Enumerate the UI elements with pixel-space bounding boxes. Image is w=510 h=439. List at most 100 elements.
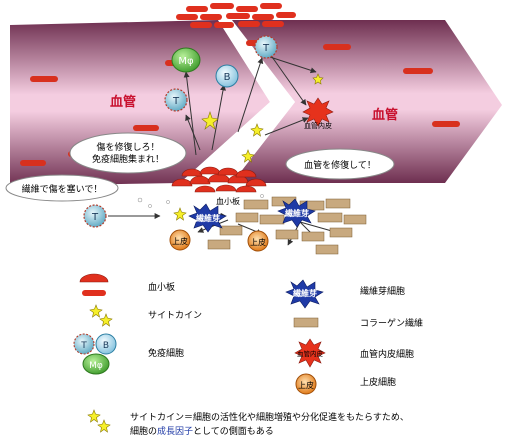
platelet	[181, 168, 203, 177]
note-line-2: 細胞の成長因子としての側面もある	[130, 425, 274, 437]
legend-collagen-label: コラーゲン繊維	[360, 317, 423, 329]
collagen-fiber	[329, 227, 353, 238]
legend-immune-label: 免疫細胞	[148, 347, 184, 359]
legend-immune-icon: T B Mφ	[73, 333, 117, 375]
platelet	[171, 178, 193, 187]
collagen-fiber	[301, 231, 325, 242]
bubble-text: 血管を修復して！	[304, 159, 376, 171]
cytokine-star	[173, 207, 187, 221]
endothelial-cell-vessel: 血管内皮	[302, 97, 334, 130]
rbc	[20, 160, 46, 166]
collagen-fiber	[259, 214, 285, 225]
arrow	[237, 57, 264, 133]
fibroblast-label: 繊維芽	[196, 213, 220, 223]
svg-text:T: T	[80, 341, 87, 351]
t-cell-label: T	[172, 96, 180, 107]
collagen-fiber	[315, 244, 339, 255]
bubble-shape	[69, 132, 187, 174]
collagen-fiber	[235, 212, 259, 223]
vessel-label-left: 血管	[110, 94, 136, 110]
bubble-repair-vessel: 血管を修復して！	[285, 148, 395, 180]
svg-text:Mφ: Mφ	[89, 361, 103, 371]
platelet-tag: 血小板	[216, 196, 240, 206]
cytokine-star	[241, 149, 255, 163]
b-cell-label: B	[224, 72, 231, 83]
arrow	[197, 219, 229, 233]
bubble-text: 繊維で傷を塞いで！	[22, 183, 103, 195]
cytokine-star	[250, 123, 264, 137]
collagen-fiber	[317, 212, 343, 223]
epithelial-cell-tissue-1: 上皮	[169, 229, 191, 251]
platelet	[194, 185, 216, 193]
epithelial-cell-tissue-2: 上皮	[247, 230, 269, 252]
note-line-2-b: としての側面もある	[193, 425, 274, 437]
platelet-mound-bottom	[171, 166, 267, 193]
platelet	[235, 169, 257, 178]
platelet	[186, 6, 208, 12]
rbc	[30, 76, 58, 82]
fibroblast-body	[188, 203, 227, 233]
t-cell-vessel: T	[164, 88, 188, 112]
legend: 血小板 サイトカイン T B Mφ 免疫細胞 繊維芽 繊維芽細胞 コラーゲン繊維	[73, 273, 423, 395]
bubble-shape	[285, 148, 395, 180]
bubble-fill-fiber: 繊維で傷を塞いで！	[5, 174, 119, 202]
legend-fibroblast-icon: 繊維芽	[285, 279, 324, 309]
platelet	[252, 14, 274, 20]
arrow	[185, 114, 201, 151]
epithelial-body	[247, 230, 269, 252]
platelet	[210, 3, 234, 9]
legend-platelet-label: 血小板	[148, 281, 175, 293]
bubble-shape	[5, 174, 119, 202]
arrow	[269, 56, 317, 74]
fibroblast-label: 繊維芽	[285, 208, 309, 218]
platelet	[226, 13, 250, 19]
note-growth-factor: 成長因子	[157, 425, 193, 437]
arrow	[269, 53, 307, 106]
collagen-fiber	[275, 229, 299, 240]
fibroblast-cell-tissue-2: 繊維芽	[277, 198, 316, 228]
platelet	[276, 12, 296, 18]
epithelial-label: 上皮	[172, 236, 188, 246]
note-line-1: サイトカイン＝細胞の活性化や細胞増殖や分化促進をもたらすため、	[130, 411, 409, 423]
macrophage-label: Mφ	[178, 56, 194, 67]
t-cell-tissue: T	[83, 204, 107, 228]
svg-text:血管内皮: 血管内皮	[297, 349, 324, 358]
cytokine-note: サイトカイン＝細胞の活性化や細胞増殖や分化促進をもたらすため、 細胞の成長因子と…	[87, 409, 409, 437]
bubble-text: 傷を修復しろ！	[96, 141, 159, 153]
arrow	[183, 71, 197, 156]
cytokines	[173, 73, 324, 221]
arrow	[211, 84, 226, 151]
platelet	[215, 184, 237, 192]
platelet-cluster-top	[176, 3, 296, 28]
collagen-fiber	[325, 198, 351, 209]
legend-endothelial-icon: 血管内皮	[294, 338, 326, 368]
wound-gap	[180, 20, 295, 183]
rbc	[403, 68, 433, 74]
t-cell-label: T	[91, 212, 99, 223]
macrophage-cell: Mφ	[171, 47, 201, 73]
legend-platelet-icon	[79, 273, 109, 296]
fibroblast-cell-tissue-1: 繊維芽	[188, 203, 227, 233]
legend-epithelial-label: 上皮細胞	[360, 376, 396, 388]
platelet	[200, 14, 222, 20]
svg-text:繊維芽: 繊維芽	[293, 288, 317, 298]
platelet	[260, 3, 282, 9]
platelet	[235, 185, 257, 193]
legend-cytokine-icon	[89, 304, 113, 327]
platelet	[214, 22, 234, 28]
collagen-fiber	[343, 214, 367, 225]
legend-fibroblast-label: 繊維芽細胞	[360, 285, 405, 297]
endothelial-body	[302, 97, 334, 127]
rbc	[133, 125, 159, 131]
t-cell-body	[254, 35, 278, 59]
t-cell-gap: T	[254, 35, 278, 59]
epithelial-body	[169, 229, 191, 251]
signal-dots	[137, 194, 264, 208]
legend-endothelial-label: 血管内皮細胞	[360, 348, 414, 360]
b-cell-body	[215, 64, 239, 88]
vessel-right-segment	[230, 20, 502, 183]
arrow	[264, 117, 309, 136]
rbc	[323, 44, 351, 50]
macrophage-body	[171, 47, 201, 73]
